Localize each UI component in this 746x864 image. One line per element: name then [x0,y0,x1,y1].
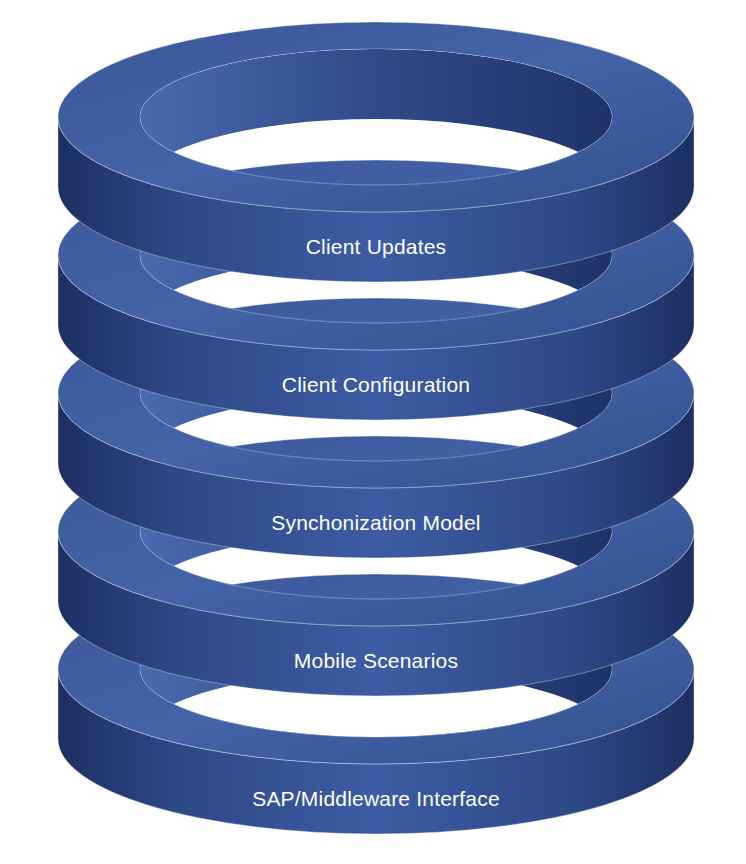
ring-inner-wall [140,187,612,393]
band-label: Client Configuration [55,373,697,397]
band-label: SAP/Middleware Interface [55,787,697,811]
ring-inner-wall [140,463,612,669]
ring-inner-wall [140,49,612,255]
ring-band: Client Updates [55,19,697,285]
ring-top-face [58,574,694,764]
ring-inner-wall [140,601,612,807]
band-label: Mobile Scenarios [55,649,697,673]
band-label: Client Updates [55,235,697,259]
band-label: Synchonization Model [55,511,697,535]
ring-inner-wall [140,325,612,531]
